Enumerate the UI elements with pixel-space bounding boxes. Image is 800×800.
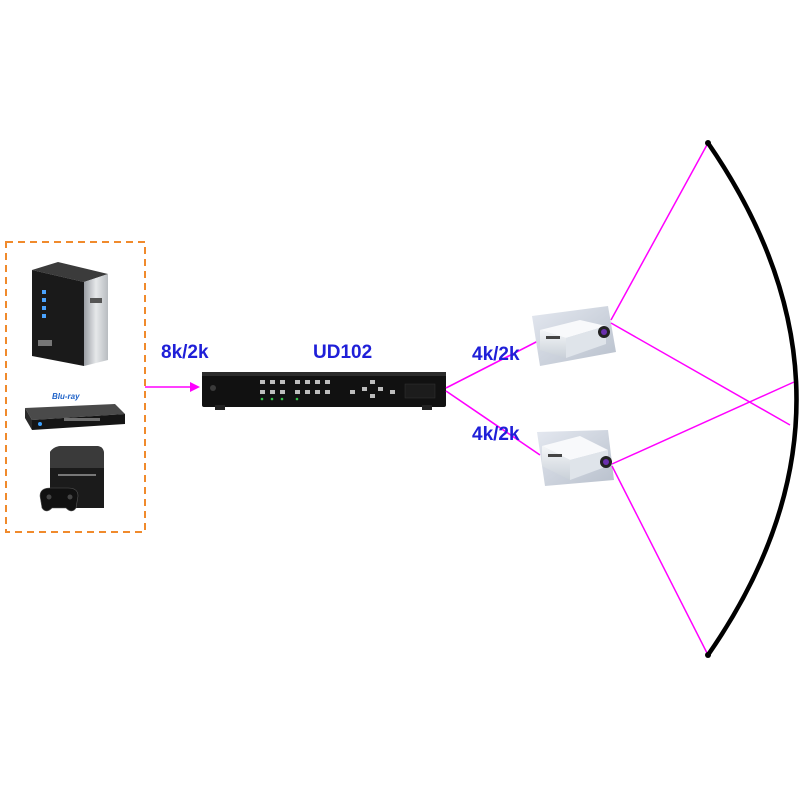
input-resolution-label: 8k/2k	[161, 342, 209, 363]
source-box-border	[5, 241, 146, 533]
output-1-resolution-label: 4k/2k	[472, 344, 520, 365]
source-devices-box	[5, 241, 146, 533]
media-server-icon	[32, 262, 108, 366]
projection-beams	[610, 142, 795, 656]
projector-2-icon	[537, 430, 614, 486]
input-signal-arrow	[145, 382, 200, 392]
ud102-processor-icon	[202, 372, 446, 410]
projector-1-icon	[532, 306, 616, 366]
blu-ray-player-icon: Blu-ray	[25, 392, 125, 430]
game-console-icon	[39, 446, 104, 512]
output-signal-lines	[445, 339, 541, 456]
svg-text:Blu-ray: Blu-ray	[52, 392, 80, 401]
output-2-resolution-label: 4k/2k	[472, 424, 520, 445]
curved-projection-screen	[705, 140, 799, 658]
device-name-label: UD102	[313, 342, 373, 363]
